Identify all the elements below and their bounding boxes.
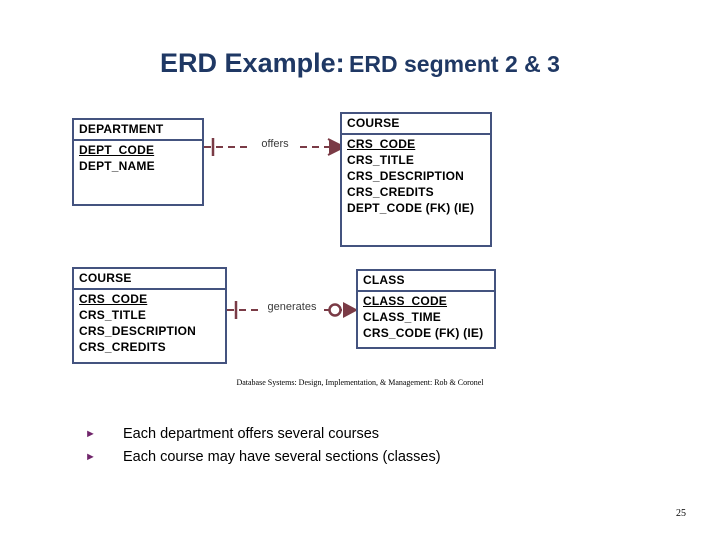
relationship-offers[interactable]: offers [204, 132, 345, 162]
attribute-row: CLASS_CODE [363, 294, 448, 308]
entity-department[interactable]: DEPARTMENT DEPT_CODE DEPT_NAME [72, 118, 204, 206]
slide-number: 25 [676, 508, 686, 519]
attribute-row: CRS_TITLE [79, 308, 147, 322]
attribute-row: DEPT_NAME [79, 159, 155, 173]
attribute-row: DEPT_CODE (FK) (IE) [347, 201, 475, 215]
relationship-label: generates [260, 301, 324, 314]
entity-attribute-list: CLASS_CODE CLASS_TIME CRS_CODE (FK) (IE) [358, 292, 494, 345]
entity-course[interactable]: COURSE CRS_CODE CRS_TITLE CRS_DESCRIPTIO… [72, 267, 227, 364]
entity-name: CLASS [358, 271, 494, 292]
bullet-triangle-icon: ► [85, 428, 96, 440]
page-title-rest: ERD segment 2 & 3 [349, 51, 560, 77]
erd-diagram-segment-2: DEPARTMENT DEPT_CODE DEPT_NAME offers CO… [0, 104, 720, 254]
list-item-label: Each course may have several sections (c… [123, 449, 441, 465]
entity-name: DEPARTMENT [74, 120, 202, 141]
entity-name: COURSE [342, 114, 490, 135]
entity-name: COURSE [74, 269, 225, 290]
attribute-row: CRS_TITLE [347, 153, 415, 167]
relationship-generates[interactable]: generates [227, 295, 358, 325]
erd-diagram-segment-3: COURSE CRS_CODE CRS_TITLE CRS_DESCRIPTIO… [0, 259, 720, 374]
entity-course[interactable]: COURSE CRS_CODE CRS_TITLE CRS_DESCRIPTIO… [340, 112, 492, 247]
attribute-row: CRS_CODE [347, 137, 416, 151]
list-item-label: Each department offers several courses [123, 426, 380, 442]
attribute-row: CRS_DESCRIPTION [347, 169, 465, 183]
page-title-strong: ERD Example: [160, 48, 345, 78]
entity-attribute-list: DEPT_CODE DEPT_NAME [74, 141, 202, 178]
entity-attribute-list: CRS_CODE CRS_TITLE CRS_DESCRIPTION CRS_C… [74, 290, 225, 359]
attribute-row: CRS_CODE (FK) (IE) [363, 326, 484, 340]
list-item: ► Each course may have several sections … [85, 446, 645, 469]
attribute-row: CRS_DESCRIPTION [79, 324, 197, 338]
attribute-row: DEPT_CODE [79, 143, 155, 157]
relationship-label: offers [252, 138, 298, 151]
list-item: ► Each department offers several courses [85, 423, 645, 446]
erd-diagram-area: DEPARTMENT DEPT_CODE DEPT_NAME offers CO… [0, 104, 720, 394]
page-title: ERD Example: ERD segment 2 & 3 [0, 48, 720, 79]
entity-attribute-list: CRS_CODE CRS_TITLE CRS_DESCRIPTION CRS_C… [342, 135, 490, 220]
attribute-row: CRS_CREDITS [347, 185, 434, 199]
bullet-triangle-icon: ► [85, 451, 96, 463]
attribute-row: CRS_CREDITS [79, 340, 166, 354]
attribute-row: CLASS_TIME [363, 310, 442, 324]
attribute-row: CRS_CODE [79, 292, 148, 306]
bullet-list: ► Each department offers several courses… [85, 423, 645, 469]
source-citation: Database Systems: Design, Implementation… [236, 378, 484, 387]
entity-class[interactable]: CLASS CLASS_CODE CLASS_TIME CRS_CODE (FK… [356, 269, 496, 349]
